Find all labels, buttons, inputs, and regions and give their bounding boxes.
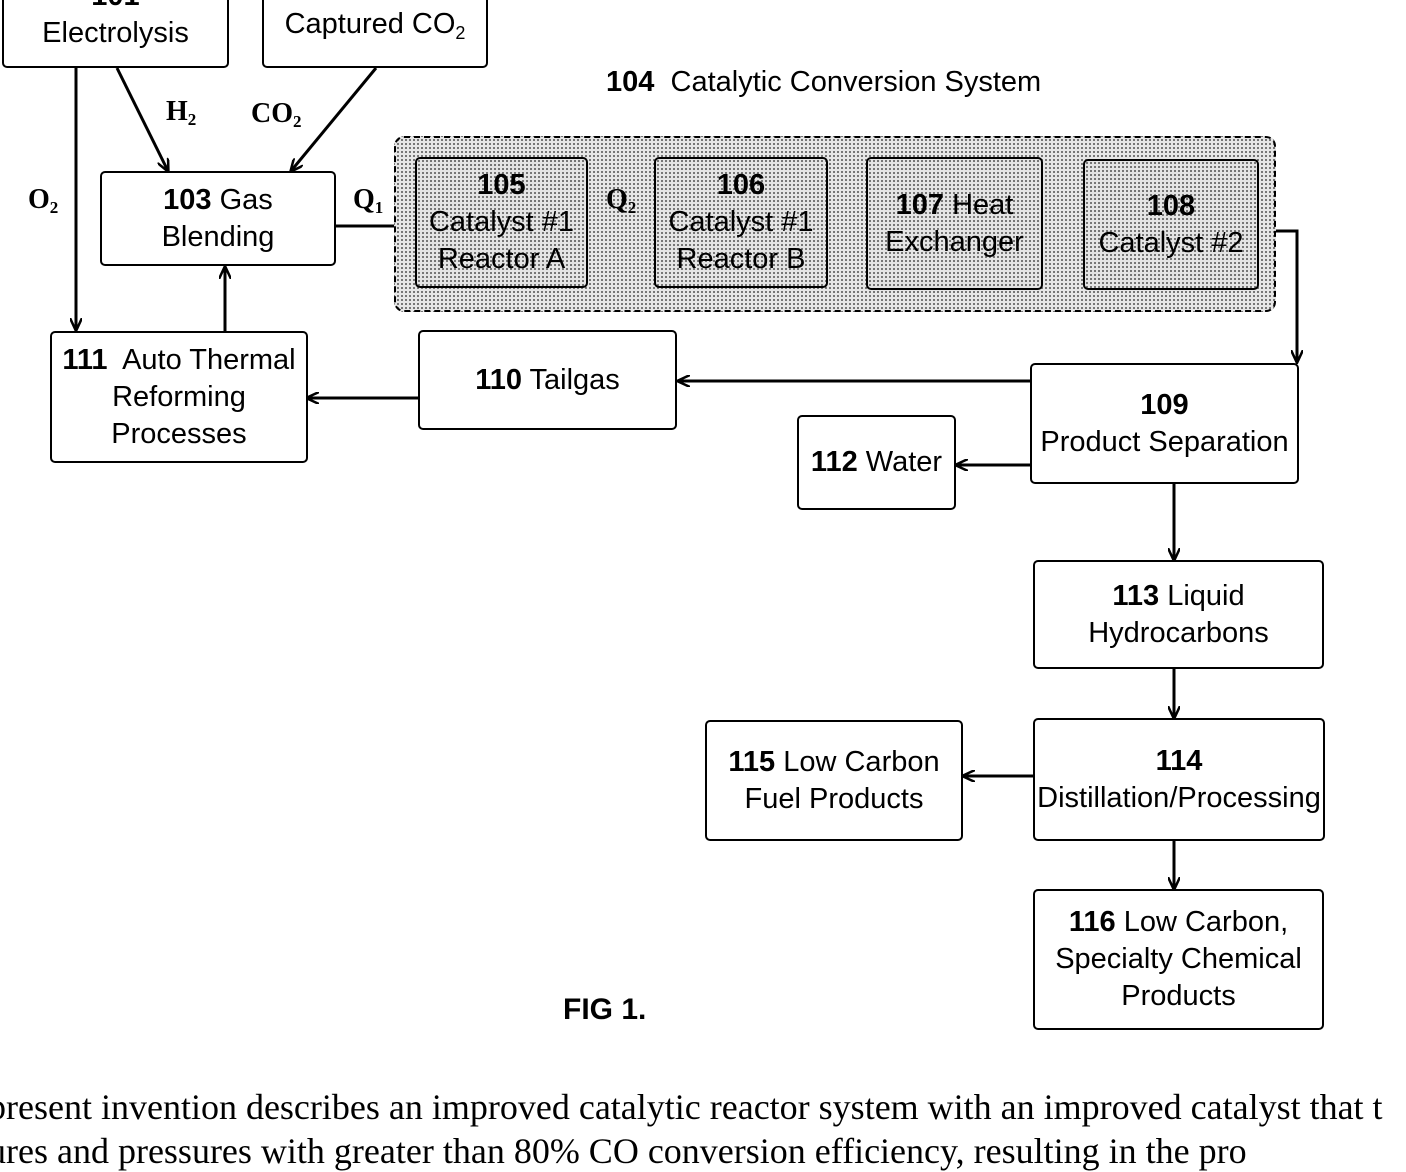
node-114-line1: Distillation/Processing: [1037, 780, 1321, 817]
node-103-gas-blending: 103 Gas Blending: [100, 171, 336, 266]
flow-label-q1: Q1: [353, 184, 383, 218]
node-116-line2: Specialty Chemical: [1055, 941, 1302, 978]
node-113-title: 113 Liquid: [1112, 578, 1244, 615]
node-116-title: 116 Low Carbon,: [1069, 904, 1288, 941]
flow-label-co2: CO2: [251, 98, 302, 132]
node-105-number: 105: [477, 167, 525, 204]
node-114-number: 114: [1156, 743, 1203, 780]
arrow-co2-102-to-103: [291, 68, 376, 171]
node-105-line1: Catalyst #1: [429, 204, 574, 241]
node-116-specialty-chemical-products: 116 Low Carbon, Specialty Chemical Produ…: [1033, 889, 1324, 1030]
node-109-number: 109: [1140, 387, 1188, 424]
node-103-line2: Blending: [162, 219, 275, 256]
body-text-line-2: ures and pressures with greater than 80%…: [0, 1130, 1247, 1172]
node-111-line3: Processes: [111, 416, 246, 453]
system-104-title: 104 Catalytic Conversion System: [606, 66, 1041, 99]
node-105-reactor-a: 105 Catalyst #1 Reactor A: [415, 157, 588, 288]
node-106-reactor-b: 106 Catalyst #1 Reactor B: [654, 157, 828, 288]
node-111-auto-thermal-reforming: 111 Auto Thermal Reforming Processes: [50, 331, 308, 463]
node-105-line2: Reactor A: [438, 241, 565, 278]
node-115-line2: Fuel Products: [745, 781, 924, 818]
node-110-tailgas: 110 Tailgas: [418, 330, 677, 430]
node-112-water: 112 Water: [797, 415, 956, 510]
node-112-title: 112 Water: [811, 444, 942, 481]
node-113-liquid-hydrocarbons: 113 Liquid Hydrocarbons: [1033, 560, 1324, 669]
node-115-title: 115 Low Carbon: [728, 744, 939, 781]
node-111-line2: Reforming: [112, 379, 246, 416]
node-107-line2: Exchanger: [885, 224, 1024, 261]
node-106-line1: Catalyst #1: [668, 204, 813, 241]
node-115-low-carbon-fuel-products: 115 Low Carbon Fuel Products: [705, 720, 963, 841]
node-108-catalyst-2: 108 Catalyst #2: [1083, 159, 1259, 290]
flow-label-q2: Q2: [606, 184, 636, 218]
node-102-captured-co2: 102 Captured CO2: [262, 0, 488, 68]
node-102-label: Captured CO2: [285, 6, 466, 52]
node-108-line1: Catalyst #2: [1098, 225, 1243, 262]
node-103-title: 103 Gas: [163, 182, 273, 219]
figure-caption: FIG 1.: [563, 993, 646, 1027]
node-109-product-separation: 109 Product Separation: [1030, 363, 1299, 484]
node-106-number: 106: [717, 167, 765, 204]
node-101-electrolysis: 101 Electrolysis: [2, 0, 229, 68]
node-106-line2: Reactor B: [677, 241, 806, 278]
node-110-title: 110 Tailgas: [475, 362, 620, 399]
flow-label-o2: O2: [28, 184, 58, 218]
node-114-distillation-processing: 114 Distillation/Processing: [1033, 718, 1325, 841]
node-107-heat-exchanger: 107 Heat Exchanger: [866, 157, 1043, 290]
flow-label-h2: H2: [166, 96, 196, 130]
body-text-line-1: present invention describes an improved …: [0, 1086, 1383, 1128]
node-101-label: Electrolysis: [42, 15, 189, 52]
node-107-title: 107 Heat: [896, 187, 1014, 224]
node-101-number: 101: [91, 0, 139, 15]
node-113-line2: Hydrocarbons: [1088, 615, 1269, 652]
node-111-title: 111 Auto Thermal: [62, 342, 295, 379]
arrow-h2-101-to-103: [117, 68, 168, 171]
node-109-line1: Product Separation: [1040, 424, 1288, 461]
node-116-line3: Products: [1121, 978, 1235, 1015]
arrow-104-to-109: [1274, 231, 1297, 362]
node-108-number: 108: [1147, 188, 1195, 225]
